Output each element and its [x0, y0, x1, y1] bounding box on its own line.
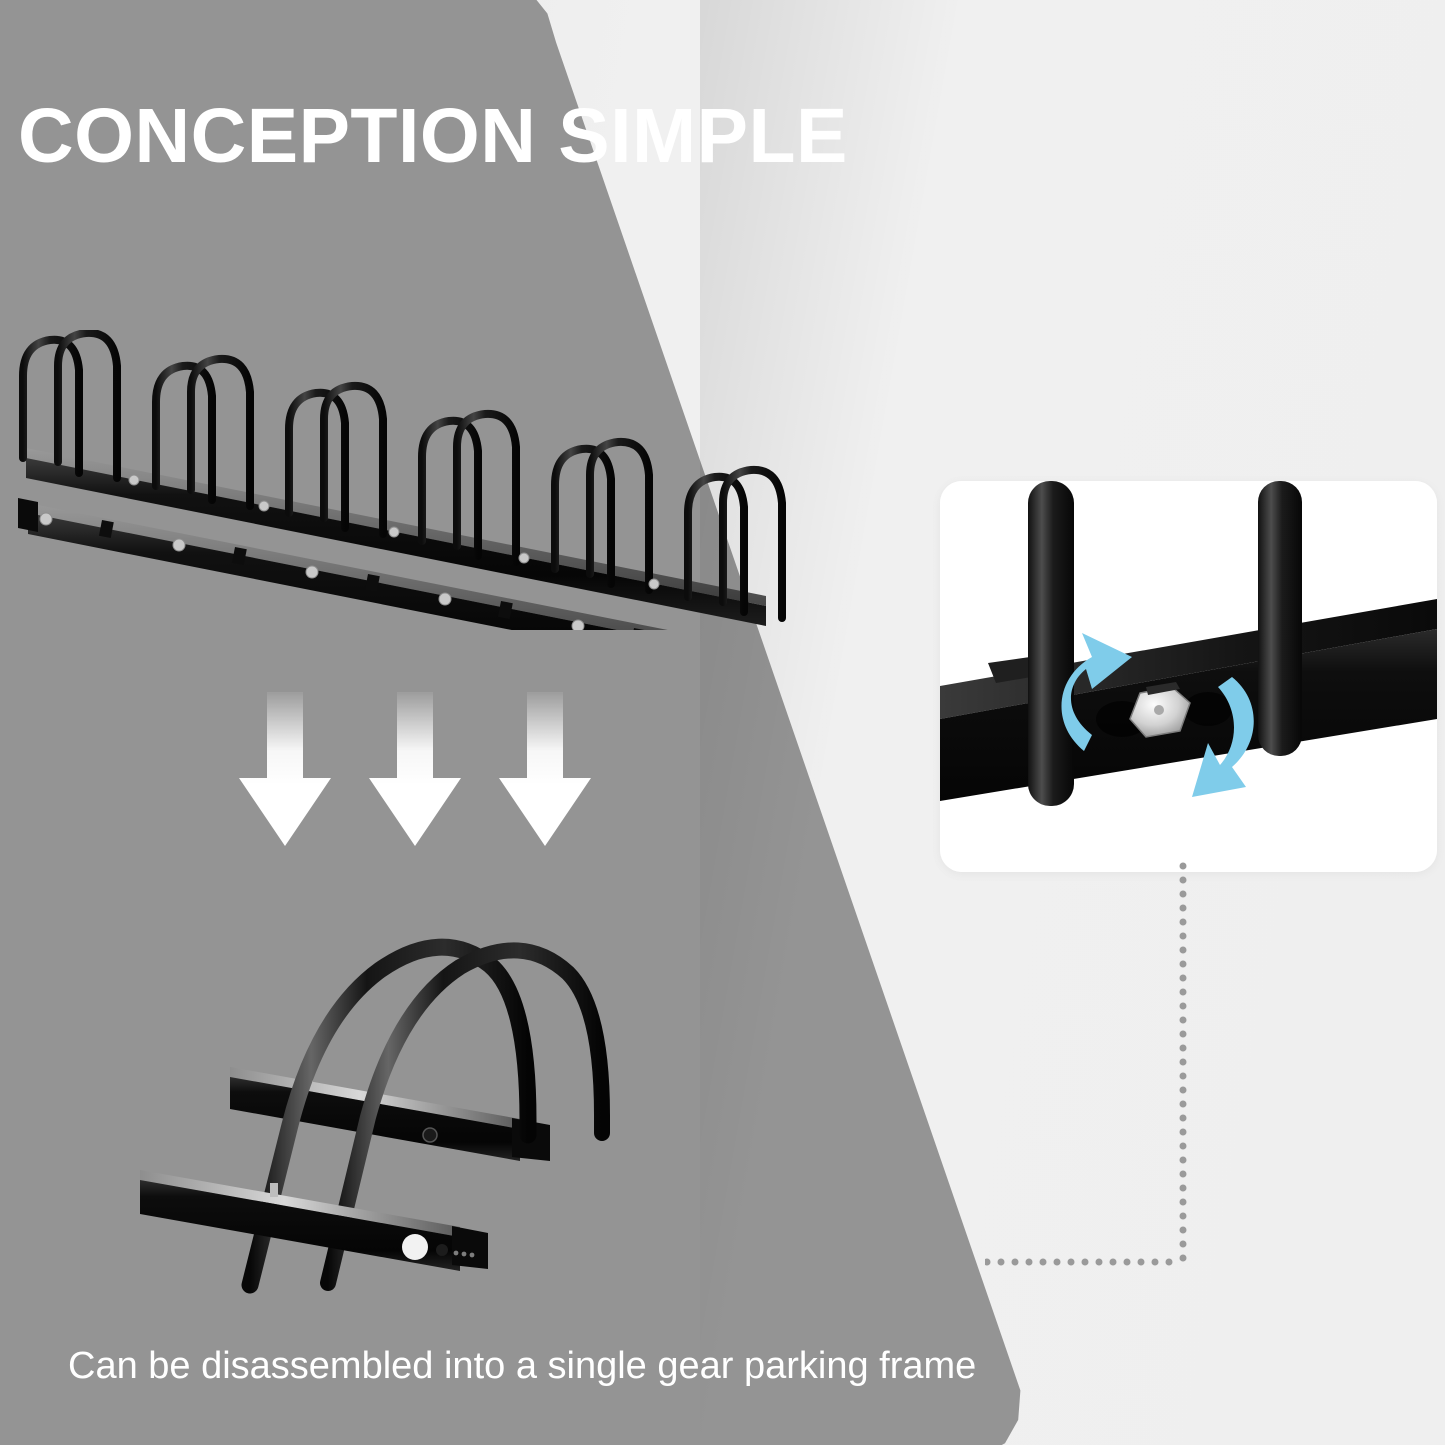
page-title: CONCEPTION SIMPLE — [18, 93, 848, 179]
six-slot-rack-illustration — [18, 328, 834, 694]
downward-arrows-group — [215, 690, 615, 850]
single-rack-illustration — [140, 938, 610, 1294]
bolt-detail-callout — [940, 481, 1437, 872]
dotted-connector-line — [983, 860, 1200, 1275]
arrow-down-icon — [369, 692, 461, 846]
rotate-up-arrow-icon — [1061, 633, 1132, 751]
arrow-down-icon — [499, 692, 591, 846]
bolt-detail-illustration — [940, 481, 1437, 872]
arrow-down-icon — [239, 692, 331, 846]
arrows-svg — [239, 692, 591, 846]
single-unit-product-image — [130, 865, 650, 1295]
hero-product-image — [6, 328, 856, 694]
hex-bolt-icon — [1129, 682, 1191, 738]
rotate-down-arrow-icon — [1192, 677, 1254, 797]
caption-text: Can be disassembled into a single gear p… — [68, 1345, 977, 1387]
leader-dots — [983, 862, 1187, 1266]
